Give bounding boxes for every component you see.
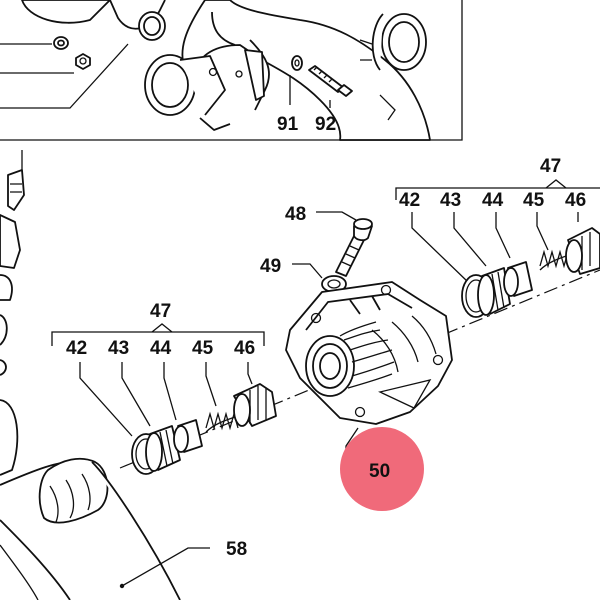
callout-46-right: 46 [565, 190, 586, 211]
part-46-left-cage [233, 383, 277, 427]
part-43-left-seat [145, 425, 181, 472]
part-45-left-spring [205, 411, 239, 433]
callout-47-right: 47 [540, 156, 561, 177]
part-44-left-valve [173, 419, 203, 453]
callout-45-left: 45 [192, 338, 214, 359]
callout-42-left: 42 [66, 338, 87, 359]
callout-46-left: 46 [234, 338, 255, 359]
part-48-screw [316, 211, 373, 277]
inset-pump-body [144, 0, 431, 141]
part-50-valve-housing [285, 281, 453, 467]
callout-43-left: 43 [108, 338, 129, 359]
callout-49: 49 [260, 256, 281, 277]
part-92-screw [308, 65, 353, 108]
part-91-washer [289, 55, 303, 105]
part-46-right-cage [565, 227, 600, 275]
callout-47-left: 47 [150, 301, 171, 322]
callout-45-right: 45 [523, 190, 545, 211]
callout-58: 58 [226, 539, 247, 560]
callout-43-right: 43 [440, 190, 461, 211]
callout-50: 50 [369, 461, 390, 482]
inset-panel: 91 92 [0, 0, 463, 141]
callout-48: 48 [285, 204, 306, 225]
highlight-circle-50 [340, 427, 424, 511]
callout-91: 91 [277, 114, 299, 135]
part-43-right-seat [477, 267, 511, 316]
right-valve-group: 47 42 43 44 45 46 [395, 156, 600, 318]
part-58-leader [119, 547, 210, 589]
inset-left-fasteners [0, 0, 166, 109]
callout-44-left: 44 [150, 338, 172, 359]
left-housing [0, 150, 181, 600]
callout-92: 92 [315, 114, 336, 135]
callout-42-right: 42 [399, 190, 420, 211]
part-44-right-valve [503, 261, 533, 297]
left-valve-group: 47 42 43 44 45 46 [51, 301, 277, 475]
part-49-washer [292, 263, 347, 293]
callout-44-right: 44 [482, 190, 504, 211]
